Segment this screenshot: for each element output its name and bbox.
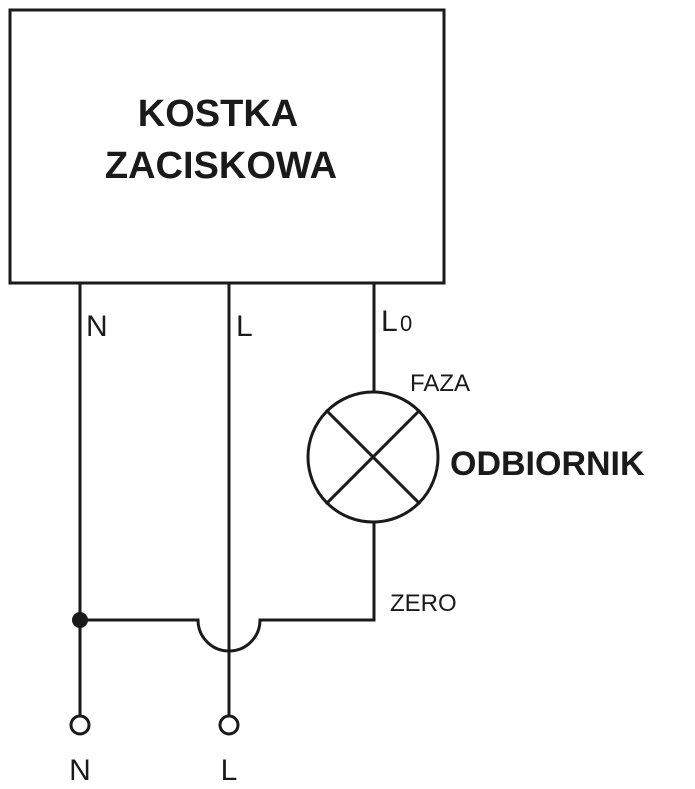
line-label-bottom: L xyxy=(221,754,238,787)
switched-line-subscript: 0 xyxy=(400,311,412,336)
neutral-label-top: N xyxy=(86,310,108,343)
terminal-block-box xyxy=(8,8,446,285)
junction-dot xyxy=(72,612,88,628)
faza-label: FAZA xyxy=(410,370,470,397)
terminal-block-title-line1: KOSTKA xyxy=(138,93,298,135)
zero-label: ZERO xyxy=(390,590,457,617)
load-label: ODBIORNIK xyxy=(450,445,645,483)
lamp-icon xyxy=(306,390,440,524)
terminal-block-title-line2: ZACISKOWA xyxy=(105,145,337,187)
neutral-terminal xyxy=(69,714,91,736)
neutral-label-bottom: N xyxy=(69,754,91,787)
line-terminal xyxy=(218,714,240,736)
zero-return-horizontal xyxy=(78,618,376,653)
switched-line-label: L xyxy=(381,305,398,338)
line-label-top: L xyxy=(236,310,253,343)
